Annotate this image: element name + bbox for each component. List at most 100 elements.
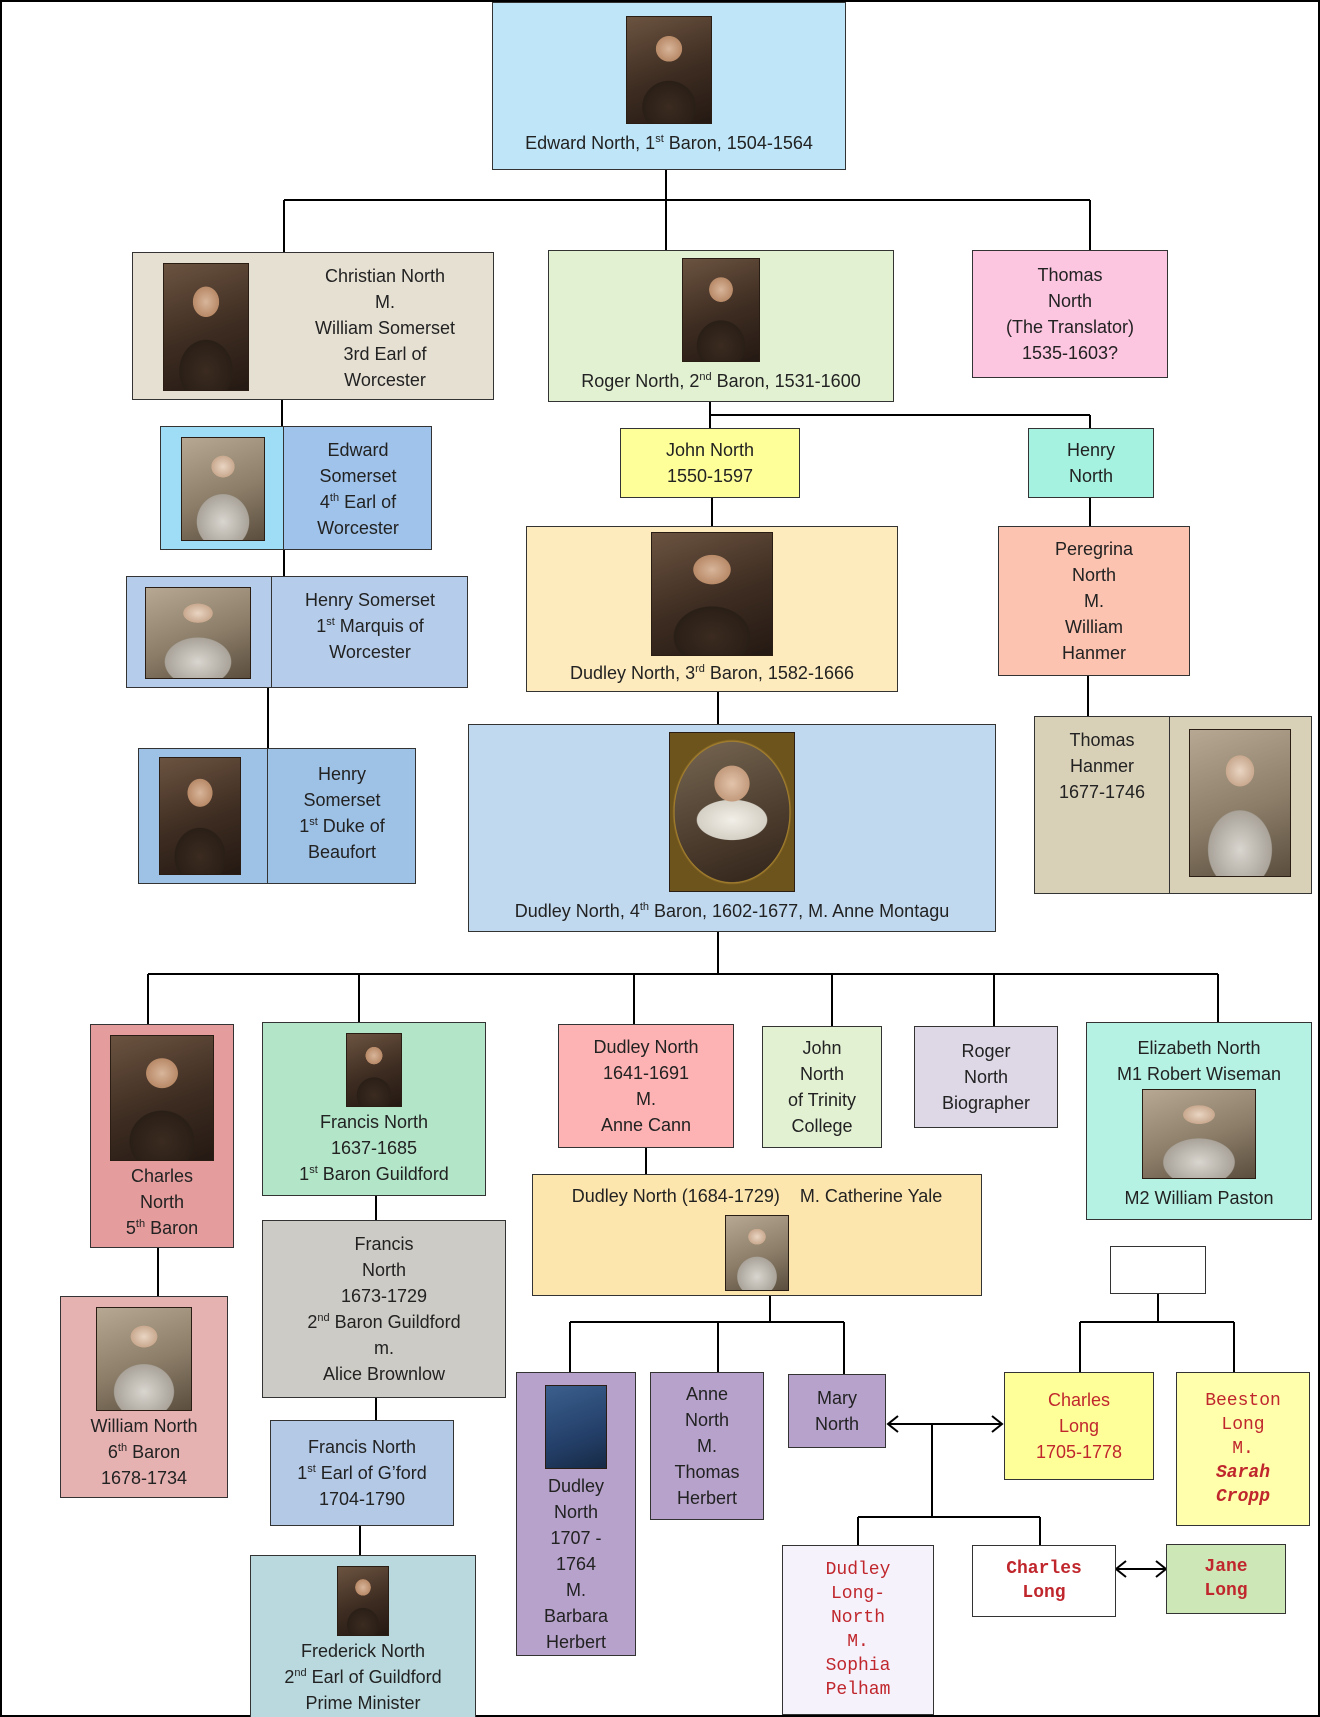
text-line: North bbox=[830, 1608, 885, 1628]
text-line: Dudley bbox=[547, 1476, 605, 1496]
person-francis-north-2: Francis North 1673-1729 2nd Baron Guildf… bbox=[262, 1220, 506, 1398]
text-line: Frederick North bbox=[300, 1641, 426, 1661]
person-charles-north: Charles North 5th Baron bbox=[90, 1024, 234, 1248]
person-thomas-north: Thomas North (The Translator) 1535-1603? bbox=[972, 250, 1168, 378]
text-line: Dudley North bbox=[593, 1037, 699, 1057]
person-henry-somerset: Henry Somerset 1st Marquis of Worcester bbox=[126, 576, 468, 688]
portrait-image bbox=[159, 757, 241, 875]
text-line: North bbox=[799, 1064, 844, 1084]
person-dudley-north-3: Dudley North, 3rd Baron, 1582-1666 bbox=[526, 526, 898, 692]
text-line: Charles bbox=[130, 1166, 194, 1186]
text-line: Elizabeth North bbox=[1137, 1038, 1261, 1058]
text-line: Thomas bbox=[1069, 730, 1135, 750]
text-line: Long bbox=[1221, 1415, 1265, 1435]
text-line: Biographer bbox=[941, 1093, 1031, 1113]
text-line: M. bbox=[1232, 1439, 1254, 1459]
text-line: Edward bbox=[327, 440, 389, 460]
text-line: Francis North bbox=[307, 1437, 417, 1457]
portrait-image bbox=[181, 437, 265, 541]
text-line: Long bbox=[1204, 1581, 1248, 1601]
text-line: Dudley bbox=[825, 1560, 891, 1580]
person-dudley-north-1684: Dudley North (1684-1729) M. Catherine Ya… bbox=[532, 1174, 982, 1296]
portrait-panel bbox=[139, 749, 268, 883]
person-john-north-trinity: John North of Trinity College bbox=[762, 1026, 882, 1148]
text-line: Francis North bbox=[319, 1112, 429, 1132]
portrait-panel bbox=[127, 577, 272, 687]
text-line: Herbert bbox=[545, 1632, 607, 1652]
text-line: Henry Somerset bbox=[304, 590, 436, 610]
portrait-image bbox=[145, 587, 251, 679]
person-title: Baron, 1504-1564 bbox=[663, 133, 813, 153]
text-line: Christian North bbox=[324, 266, 446, 286]
text-line: North bbox=[361, 1260, 406, 1280]
person-john-north: John North 1550-1597 bbox=[620, 428, 800, 498]
text-line: North bbox=[1047, 291, 1092, 311]
portrait-image bbox=[545, 1385, 607, 1469]
text-line: Anne Cann bbox=[600, 1115, 692, 1135]
text-line: Charles bbox=[1006, 1559, 1082, 1579]
person-henry-north: Henry North bbox=[1028, 428, 1154, 498]
person-name: Dudley North, 3 bbox=[570, 663, 696, 683]
person-edward-north: Edward North, 1st Baron, 1504-1564 bbox=[492, 2, 846, 170]
portrait-image bbox=[626, 16, 712, 124]
text-line: John bbox=[802, 1038, 842, 1058]
text-line: Worcester bbox=[317, 518, 399, 538]
person-francis-north-1: Francis North 1637-1685 1st Baron Guildf… bbox=[262, 1022, 486, 1196]
text-line: Pelham bbox=[825, 1680, 891, 1700]
person-charles-long: Charles Long bbox=[972, 1545, 1116, 1617]
portrait-image bbox=[682, 258, 760, 362]
person-name: Edward North, 1 bbox=[525, 133, 656, 153]
text-line: Jane bbox=[1204, 1557, 1248, 1577]
person-text: Thomas Hanmer 1677-1746 bbox=[1035, 727, 1169, 805]
person-text: Henry Somerset 1st Duke of Beaufort bbox=[269, 761, 415, 865]
text-line: Mary bbox=[817, 1388, 857, 1408]
text-line: Thomas bbox=[1037, 265, 1103, 285]
text-line: North bbox=[139, 1192, 184, 1212]
text-line: North bbox=[814, 1414, 859, 1434]
person-title: Baron, 1602-1677, M. Anne Montagu bbox=[649, 901, 950, 921]
person-jane-long: Jane Long bbox=[1166, 1544, 1286, 1614]
text-line: 1707 - bbox=[550, 1528, 602, 1548]
person-text: Henry Somerset 1st Marquis of Worcester bbox=[273, 587, 467, 665]
text-line: North bbox=[684, 1410, 729, 1430]
person-text: Edward Somerset 4th Earl of Worcester bbox=[285, 437, 431, 541]
text-line: North bbox=[963, 1067, 1008, 1087]
person-edward-somerset: Edward Somerset 4th Earl of Worcester bbox=[160, 426, 432, 550]
text-line: 1764 bbox=[555, 1554, 597, 1574]
text-line: Francis bbox=[354, 1234, 414, 1254]
person-name: Roger North, 2 bbox=[581, 371, 700, 391]
text-line: m. bbox=[374, 1338, 394, 1358]
text-line: 1641-1691 bbox=[602, 1063, 690, 1083]
text-line: John North bbox=[665, 440, 755, 460]
text-line: William North bbox=[90, 1416, 198, 1436]
text-line: Hanmer bbox=[1061, 643, 1127, 663]
text-line: M. bbox=[566, 1580, 586, 1600]
text-line: M1 Robert Wiseman bbox=[1116, 1064, 1282, 1084]
portrait-image bbox=[96, 1307, 192, 1411]
text-line: 1673-1729 bbox=[340, 1286, 428, 1306]
person-christian-north: Christian North M. William Somerset 3rd … bbox=[132, 252, 494, 400]
portrait-image bbox=[337, 1566, 389, 1636]
portrait-image bbox=[346, 1033, 402, 1107]
portrait-panel bbox=[1169, 717, 1311, 893]
person-text: Christian North M. William Somerset 3rd … bbox=[281, 263, 489, 393]
arrow-head bbox=[1114, 1560, 1127, 1578]
text-line: Somerset bbox=[319, 466, 397, 486]
text-line: 1550-1597 bbox=[666, 466, 754, 486]
person-title: Baron, 1582-1666 bbox=[704, 663, 854, 683]
text-line: North bbox=[1071, 565, 1116, 585]
text-line: of Trinity bbox=[787, 1090, 857, 1110]
person-charles-long-1705: Charles Long 1705-1778 bbox=[1004, 1372, 1154, 1480]
person-dudley-north-4: Dudley North, 4th Baron, 1602-1677, M. A… bbox=[468, 724, 996, 932]
portrait-image bbox=[669, 732, 795, 892]
text-line: M. bbox=[847, 1632, 869, 1652]
person-henry-somerset-duke: Henry Somerset 1st Duke of Beaufort bbox=[138, 748, 416, 884]
text-line: Cropp bbox=[1215, 1487, 1270, 1507]
person-roger-north: Roger North, 2nd Baron, 1531-1600 bbox=[548, 250, 894, 402]
portrait-image bbox=[1142, 1089, 1256, 1179]
text-line: Roger bbox=[961, 1041, 1011, 1061]
text-line: 1677-1746 bbox=[1058, 782, 1146, 802]
text-line: (The Translator) bbox=[1005, 317, 1135, 337]
